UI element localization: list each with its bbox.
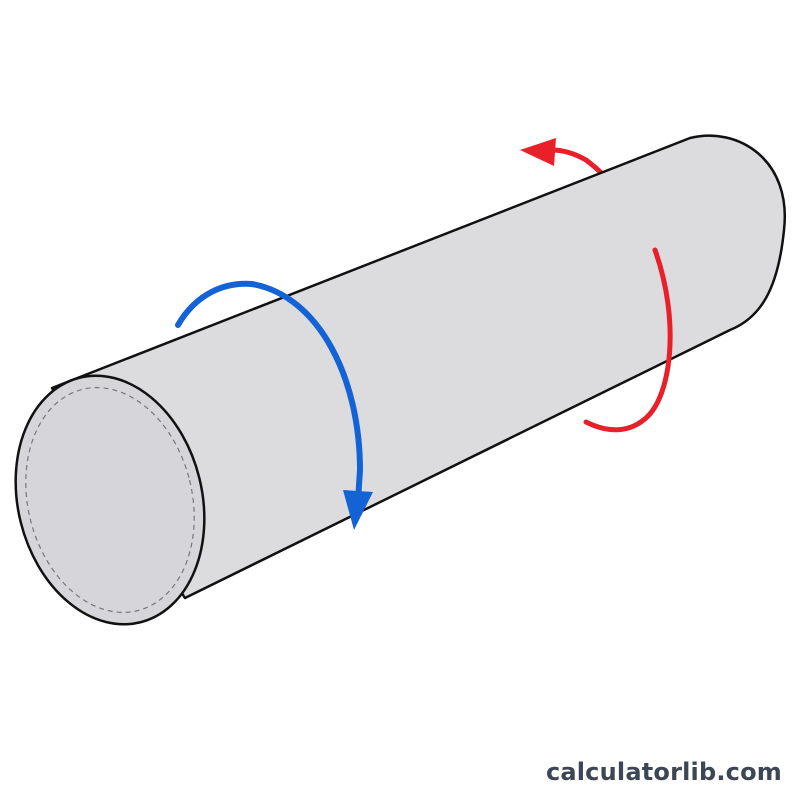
end-face-dashed-rim: [25, 387, 195, 613]
watermark-text: calculatorlib.com: [545, 758, 782, 786]
cylinder-body: [50, 134, 787, 600]
left-arrow-front-arc: [249, 281, 364, 503]
right-arrow-top-arc: [549, 147, 589, 163]
left-arrow-back-arc: [175, 280, 255, 328]
left-arrow-head: [343, 490, 373, 530]
cylinder-end-face: [14, 374, 206, 626]
right-arrow-front-arc: [583, 247, 673, 433]
right-arrow-head: [520, 138, 556, 166]
